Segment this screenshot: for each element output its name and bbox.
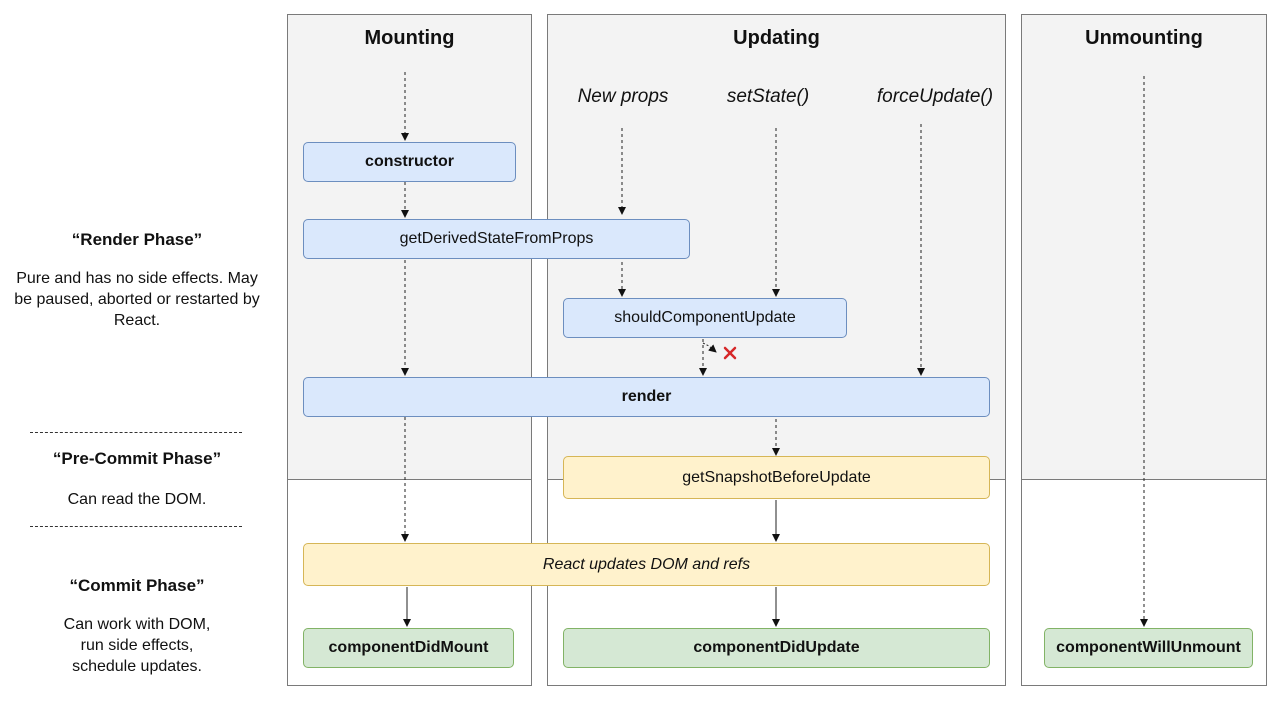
- commit-phase-label: “Commit Phase” Can work with DOM, run si…: [12, 575, 262, 677]
- render-box: render: [303, 377, 990, 417]
- render-phase-title: “Render Phase”: [71, 230, 203, 249]
- commit-phase-description: Can work with DOM, run side effects, sch…: [63, 616, 211, 675]
- should-component-update-box: shouldComponentUpdate: [563, 298, 847, 338]
- component-did-update-box: componentDidUpdate: [563, 628, 990, 668]
- mounting-phase-divider: [287, 479, 532, 480]
- render-precommit-separator: [30, 432, 242, 433]
- unmounting-phase-divider: [1021, 479, 1267, 480]
- react-updates-dom-box: React updates DOM and refs: [303, 543, 990, 586]
- component-did-mount-box: componentDidMount: [303, 628, 514, 668]
- get-snapshot-box: getSnapshotBeforeUpdate: [563, 456, 990, 499]
- updating-title: Updating: [733, 27, 820, 49]
- set-state-trigger: setState(): [726, 86, 810, 107]
- precommit-commit-separator: [30, 526, 242, 527]
- pre-commit-phase-label: “Pre-Commit Phase” Can read the DOM.: [12, 448, 262, 510]
- render-phase-label: “Render Phase” Pure and has no side effe…: [12, 229, 262, 331]
- pre-commit-phase-title: “Pre-Commit Phase”: [52, 449, 222, 468]
- mounting-title: Mounting: [364, 27, 455, 49]
- unmounting-column: Unmounting: [1021, 14, 1267, 686]
- unmounting-title: Unmounting: [1085, 27, 1203, 49]
- get-derived-state-box: getDerivedStateFromProps: [303, 219, 690, 259]
- constructor-box: constructor: [303, 142, 516, 182]
- commit-phase-title: “Commit Phase”: [69, 576, 205, 595]
- new-props-trigger: New props: [577, 86, 669, 107]
- pre-commit-phase-description: Can read the DOM.: [67, 491, 207, 508]
- force-update-trigger: forceUpdate(): [876, 86, 994, 107]
- render-phase-description: Pure and has no side effects. May be pau…: [14, 270, 260, 329]
- component-will-unmount-box: componentWillUnmount: [1044, 628, 1253, 668]
